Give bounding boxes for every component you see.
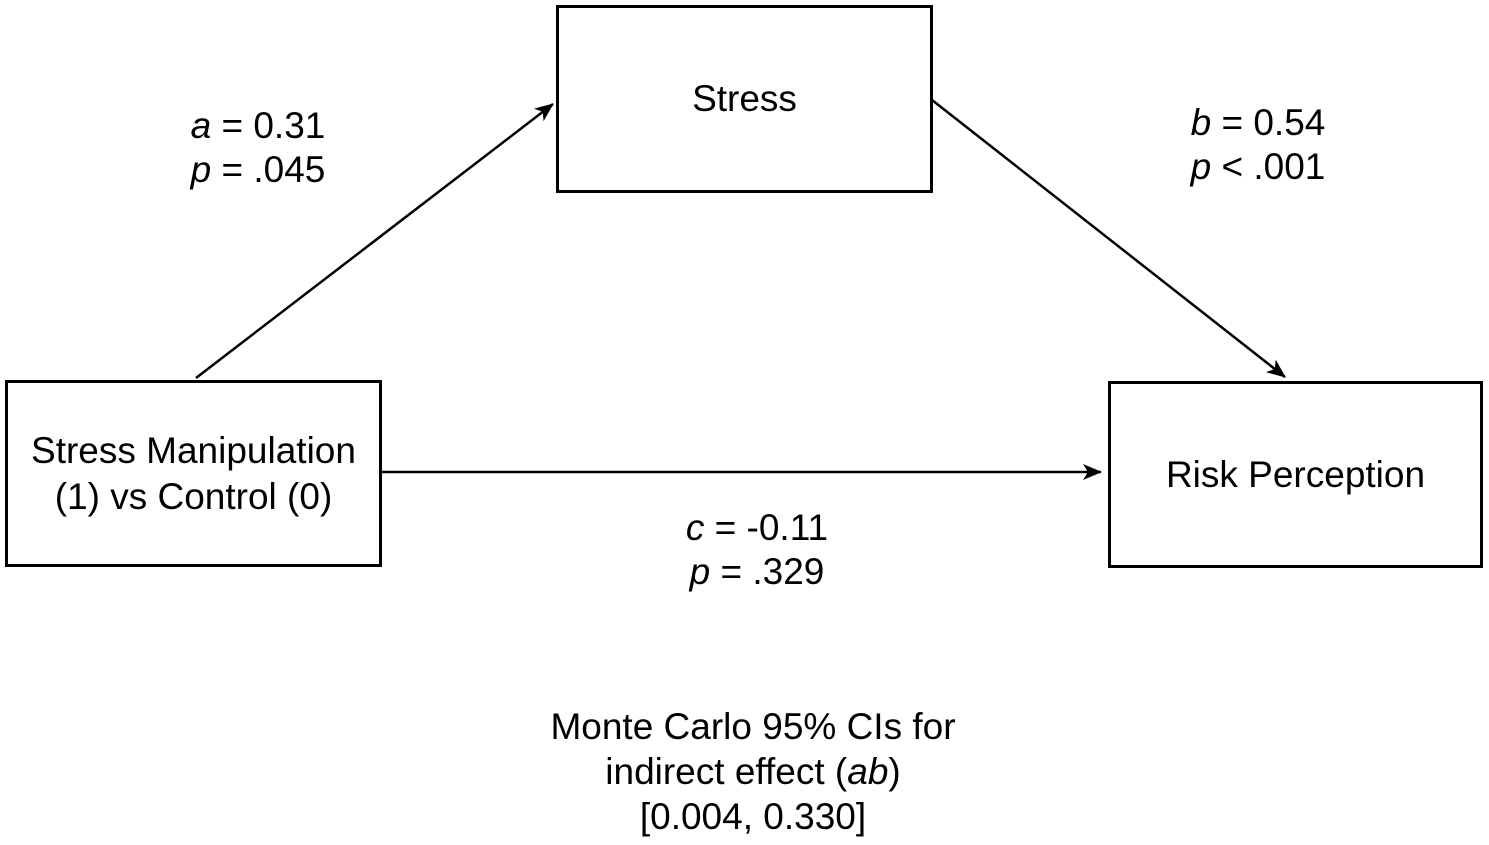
path-a-value: 0.31 — [253, 105, 326, 146]
path-b-symbol: b — [1190, 102, 1212, 143]
mediator-label: Stress — [692, 78, 797, 120]
path-c-operator: = — [714, 507, 737, 548]
path-c-pvalue: p = .329 — [617, 550, 897, 594]
node-predictor-stress-manipulation: Stress Manipulation (1) vs Control (0) — [5, 380, 382, 567]
path-c-value: -0.11 — [746, 507, 829, 548]
path-c-p-value: .329 — [752, 550, 825, 592]
node-outcome-risk-perception: Risk Perception — [1108, 381, 1483, 568]
path-a-coefficient: a = 0.31 — [118, 104, 398, 148]
path-a-symbol: a — [190, 105, 212, 146]
outcome-label: Risk Perception — [1165, 453, 1426, 495]
path-c-p-operator: = — [720, 550, 743, 592]
path-b-label: b = 0.54 p < .001 — [1118, 101, 1398, 188]
path-a-p-operator: = — [221, 148, 244, 190]
path-b-p-value: .001 — [1253, 145, 1326, 187]
note-line2-suffix: ) — [888, 751, 901, 793]
predictor-label-line2: (1) vs Control (0) — [54, 475, 333, 517]
path-a-p-value: .045 — [253, 148, 326, 190]
path-b-arrow — [931, 99, 1286, 378]
path-b-p-symbol: p — [1190, 145, 1212, 187]
path-a-operator: = — [221, 105, 244, 146]
path-c-label: c = -0.11 p = .329 — [617, 506, 897, 593]
path-a-p-symbol: p — [190, 148, 212, 190]
path-b-value: 0.54 — [1253, 102, 1326, 143]
path-b-pvalue: p < .001 — [1118, 145, 1398, 189]
path-c-p-symbol: p — [689, 550, 711, 592]
path-b-coefficient: b = 0.54 — [1118, 101, 1398, 145]
path-c-symbol: c — [685, 507, 705, 548]
indirect-effect-note: Monte Carlo 95% CIs for indirect effect … — [503, 704, 1003, 839]
note-line3: [0.004, 0.330] — [639, 796, 867, 838]
note-line2-prefix: indirect effect ( — [605, 751, 848, 793]
predictor-label-line1: Stress Manipulation — [31, 429, 356, 471]
path-a-arrow — [195, 103, 554, 379]
note-line2-ab: ab — [847, 751, 889, 793]
path-b-p-operator: < — [1221, 145, 1244, 187]
note-line2: indirect effect (ab) — [503, 749, 1003, 794]
path-c-coefficient: c = -0.11 — [617, 506, 897, 550]
note-line1: Monte Carlo 95% CIs for — [550, 706, 956, 747]
path-b-operator: = — [1221, 102, 1244, 143]
path-a-label: a = 0.31 p = .045 — [118, 104, 398, 191]
path-a-pvalue: p = .045 — [118, 148, 398, 192]
node-mediator-stress: Stress — [556, 5, 933, 193]
